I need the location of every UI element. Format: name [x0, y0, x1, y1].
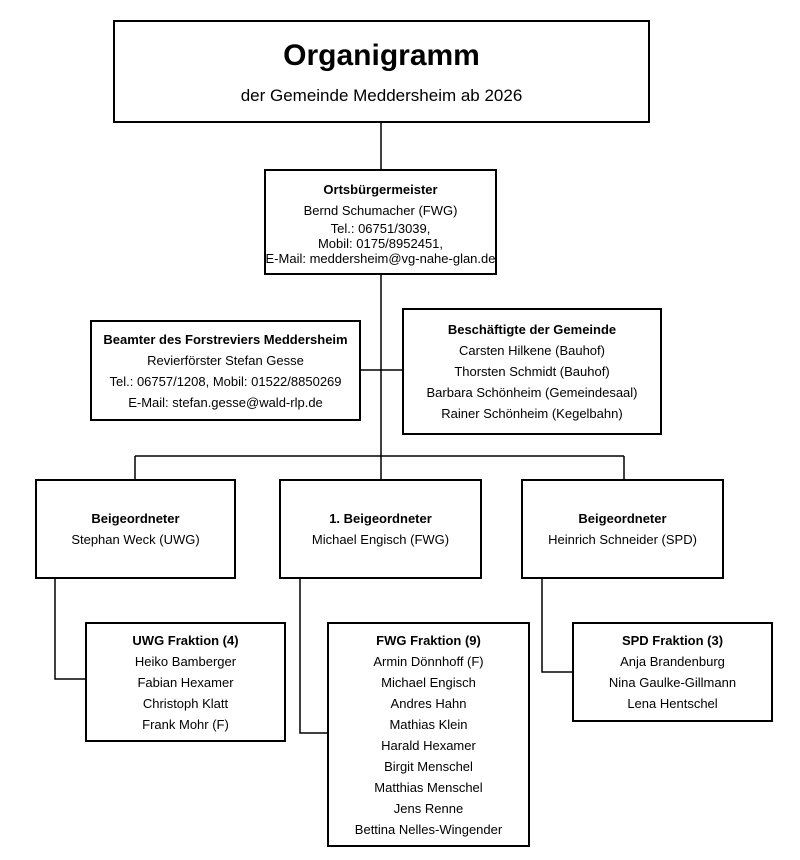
mayor-box: Ortsbürgermeister Bernd Schumacher (FWG)… [264, 169, 497, 275]
forester-phone: Tel.: 06757/1208, Mobil: 01522/8850269 [109, 373, 342, 389]
mayor-mobile: Mobil: 0175/8952451, [317, 235, 444, 251]
mayor-phone: Tel.: 06751/3039, [330, 220, 431, 236]
faction-member: Fabian Hexamer [137, 674, 234, 690]
faction-title: FWG Fraktion (9) [376, 632, 481, 648]
mayor-role: Ortsbürgermeister [323, 181, 438, 197]
deputy-box-fwg: 1. Beigeordneter Michael Engisch (FWG) [279, 479, 482, 579]
deputy-name: Stephan Weck (UWG) [71, 532, 200, 547]
forester-role: Beamter des Forstreviers Meddersheim [103, 331, 348, 347]
employee-item: Carsten Hilkene (Bauhof) [459, 343, 605, 358]
faction-box-fwg: FWG Fraktion (9) Armin Dönnhoff (F) Mich… [327, 622, 530, 847]
faction-member: Armin Dönnhoff (F) [373, 653, 484, 669]
page-title: Organigramm [283, 38, 480, 72]
employee-item: Thorsten Schmidt (Bauhof) [454, 364, 610, 379]
deputy-role: Beigeordneter [578, 511, 667, 526]
mayor-name: Bernd Schumacher (FWG) [303, 202, 458, 218]
faction-member: Matthias Menschel [374, 779, 483, 795]
faction-member: Mathias Klein [389, 716, 468, 732]
faction-box-spd: SPD Fraktion (3) Anja Brandenburg Nina G… [572, 622, 773, 722]
deputy-name: Heinrich Schneider (SPD) [548, 532, 697, 547]
faction-member: Bettina Nelles-Wingender [354, 821, 503, 837]
faction-title: UWG Fraktion (4) [132, 632, 239, 648]
forester-name: Revierförster Stefan Gesse [147, 352, 304, 368]
faction-title: SPD Fraktion (3) [621, 633, 724, 648]
faction-member: Birgit Menschel [384, 758, 473, 774]
page-subtitle: der Gemeinde Meddersheim ab 2026 [240, 85, 523, 105]
employee-item: Rainer Schönheim (Kegelbahn) [441, 406, 623, 421]
deputy-role: Beigeordneter [91, 511, 180, 526]
faction-member: Harald Hexamer [381, 737, 476, 753]
faction-member: Heiko Bamberger [134, 653, 237, 669]
deputy-name: Michael Engisch (FWG) [311, 532, 450, 547]
faction-box-uwg: UWG Fraktion (4) Heiko Bamberger Fabian … [85, 622, 286, 742]
deputy-box-spd: Beigeordneter Heinrich Schneider (SPD) [521, 479, 724, 579]
forester-email: E-Mail: stefan.gesse@wald-rlp.de [128, 394, 323, 410]
employees-role: Beschäftigte der Gemeinde [447, 322, 617, 337]
faction-member: Lena Hentschel [627, 696, 718, 711]
faction-member: Anja Brandenburg [620, 654, 725, 669]
faction-member: Michael Engisch [381, 674, 476, 690]
forester-box: Beamter des Forstreviers Meddersheim Rev… [90, 320, 361, 421]
faction-member: Frank Mohr (F) [142, 716, 229, 732]
faction-member: Andres Hahn [390, 695, 467, 711]
mayor-email: E-Mail: meddersheim@vg-nahe-glan.de [265, 250, 496, 266]
employees-box: Beschäftigte der Gemeinde Carsten Hilken… [402, 308, 662, 435]
title-box: Organigramm der Gemeinde Meddersheim ab … [113, 20, 650, 123]
faction-member: Nina Gaulke-Gillmann [608, 675, 737, 690]
employee-item: Barbara Schönheim (Gemeindesaal) [426, 385, 638, 400]
faction-member: Jens Renne [393, 800, 464, 816]
deputy-role: 1. Beigeordneter [329, 511, 432, 526]
deputy-box-uwg: Beigeordneter Stephan Weck (UWG) [35, 479, 236, 579]
faction-member: Christoph Klatt [142, 695, 229, 711]
